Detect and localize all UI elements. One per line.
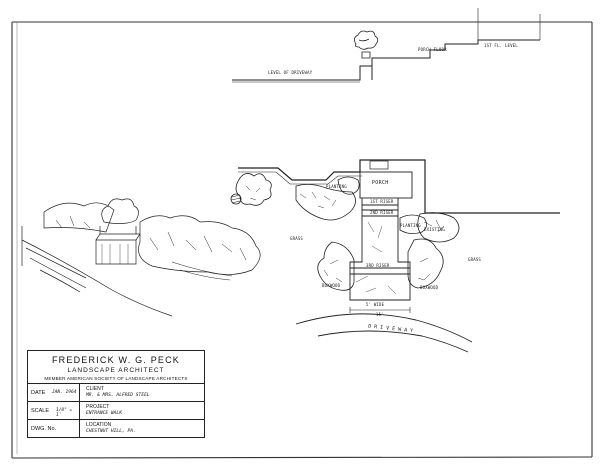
sheet-border	[11, 21, 593, 459]
tree-symbol	[230, 193, 242, 205]
scale-value: 1/8" = 1'	[56, 408, 73, 418]
client-key: CLIENT	[86, 386, 104, 392]
title-block-row-date: DATE JAN. 1964 CLIENT MR. & MRS. ALFRED …	[28, 384, 204, 402]
date-value: JAN. 1964	[52, 390, 77, 395]
width-note-label: 5' WIDE	[366, 302, 385, 307]
project-value: ENTRANCE WALK	[86, 411, 122, 416]
boxwood-left-label: BOXWOOD	[322, 283, 341, 288]
third-riser-label: 3RD RISER	[366, 263, 390, 268]
second-riser-label: 2ND RISER	[370, 210, 394, 215]
porch-floor-label: PORCH FLOOR	[418, 47, 447, 52]
planting-right-label: PLANTING	[400, 223, 421, 228]
firm-membership: MEMBER AMERICAN SOCIETY OF LANDSCAPE ARC…	[44, 376, 188, 381]
grass-left-label: GRASS	[290, 236, 304, 241]
dimension-label: 15'	[376, 312, 384, 317]
title-block-row-scale: SCALE 1/8" = 1' PROJECT ENTRANCE WALK	[28, 402, 204, 420]
dimension-line	[349, 307, 411, 313]
project-key: PROJECT	[86, 404, 110, 410]
location-key: LOCATION	[86, 422, 112, 428]
location-value: CHESTNUT HILL, PA.	[86, 429, 136, 434]
date-cell: DATE JAN. 1964	[28, 384, 80, 401]
first-floor-level-label: 1ST FL. LEVEL	[484, 43, 518, 48]
scale-key: SCALE	[31, 408, 50, 414]
existing-label: EXISTING	[424, 227, 445, 232]
driveway-edges	[295, 313, 473, 353]
tree-hatch	[230, 194, 242, 204]
firm-role: LANDSCAPE ARCHITECT	[67, 367, 165, 374]
elevation-shrub	[354, 30, 379, 59]
date-key: DATE	[31, 390, 46, 396]
planting-masses	[235, 173, 460, 291]
level-of-driveway-label: LEVEL OF DRIVEWAY	[268, 70, 313, 75]
boxwood-right-label: BOXWOOD	[420, 285, 439, 290]
title-block-row-dwg: DWG. No. LOCATION CHESTNUT HILL, PA.	[28, 420, 204, 438]
grass-right-label: GRASS	[468, 257, 482, 262]
perspective-sketch	[21, 198, 261, 317]
title-block: FREDERICK W. G. PECK LANDSCAPE ARCHITECT…	[27, 350, 205, 438]
firm-name: FREDERICK W. G. PECK	[51, 355, 180, 365]
planting-left-label: PLANTING	[326, 184, 347, 189]
entrance-walk	[349, 198, 411, 301]
house-wall	[238, 159, 560, 214]
first-riser-label: 1ST RISER	[370, 199, 394, 204]
porch-slab	[359, 171, 413, 199]
dwg-key: DWG. No.	[31, 426, 57, 432]
dwg-cell: DWG. No.	[28, 420, 80, 438]
porch-label: PORCH	[372, 180, 389, 186]
elevation-section	[232, 8, 541, 83]
planting-texture	[245, 185, 445, 283]
client-value: MR. & MRS. ALFRED STEEL	[86, 393, 150, 398]
scale-cell: SCALE 1/8" = 1'	[28, 402, 80, 419]
title-block-header: FREDERICK W. G. PECK LANDSCAPE ARCHITECT…	[28, 351, 204, 384]
